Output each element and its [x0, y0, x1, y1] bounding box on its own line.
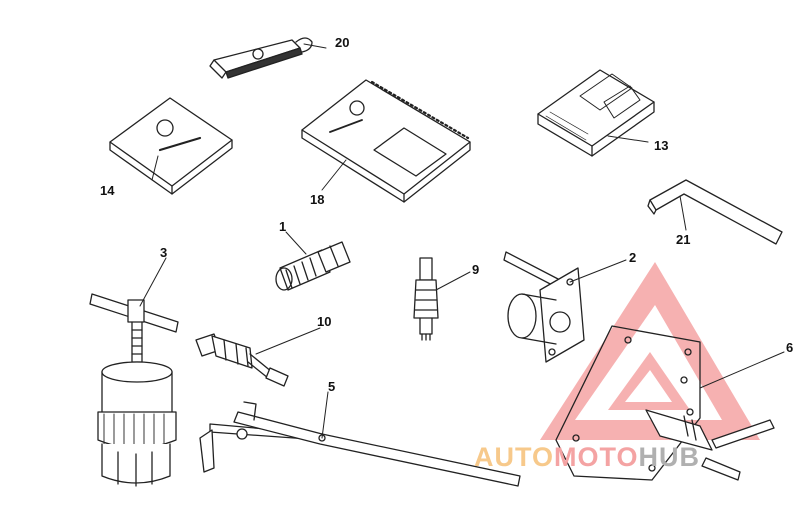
- hex-key-icon: [647, 179, 783, 245]
- callout-2: 2: [629, 250, 637, 265]
- callout-13: 13: [654, 138, 669, 153]
- bearing-extractor-icon: [89, 293, 179, 487]
- callout-3: 3: [160, 245, 168, 260]
- holding-bracket-icon: [555, 325, 775, 481]
- watermark-text: AUTOMOTOHUB: [474, 442, 700, 473]
- callout-1: 1: [279, 219, 287, 234]
- watermark-part-1: AUTO: [474, 442, 555, 472]
- key-pouch-icon: [209, 37, 313, 79]
- spiral-notebook-icon: [301, 79, 471, 203]
- husqvarna-booklet-icon: [109, 97, 233, 195]
- bleeder-screw-icon: [195, 333, 289, 387]
- watermark-part-3: HUB: [638, 442, 701, 472]
- adapter-fitting-icon: [275, 241, 351, 291]
- lever-wrench-icon: [199, 401, 521, 487]
- watermark-part-2: MOTO: [554, 442, 639, 472]
- callout-10: 10: [317, 314, 332, 329]
- callout-18: 18: [310, 192, 325, 207]
- callout-20: 20: [335, 35, 350, 50]
- callout-5: 5: [328, 379, 336, 394]
- valve-tool-icon: [413, 257, 439, 341]
- callout-6: 6: [786, 340, 794, 355]
- watermark-logo-icon: [540, 262, 760, 440]
- callout-14: 14: [100, 183, 115, 198]
- manual-book-icon: [537, 69, 655, 157]
- leader-lines: [139, 43, 785, 439]
- callout-9: 9: [472, 262, 480, 277]
- flywheel-puller-plate-icon: [503, 251, 585, 363]
- callout-21: 21: [676, 232, 691, 247]
